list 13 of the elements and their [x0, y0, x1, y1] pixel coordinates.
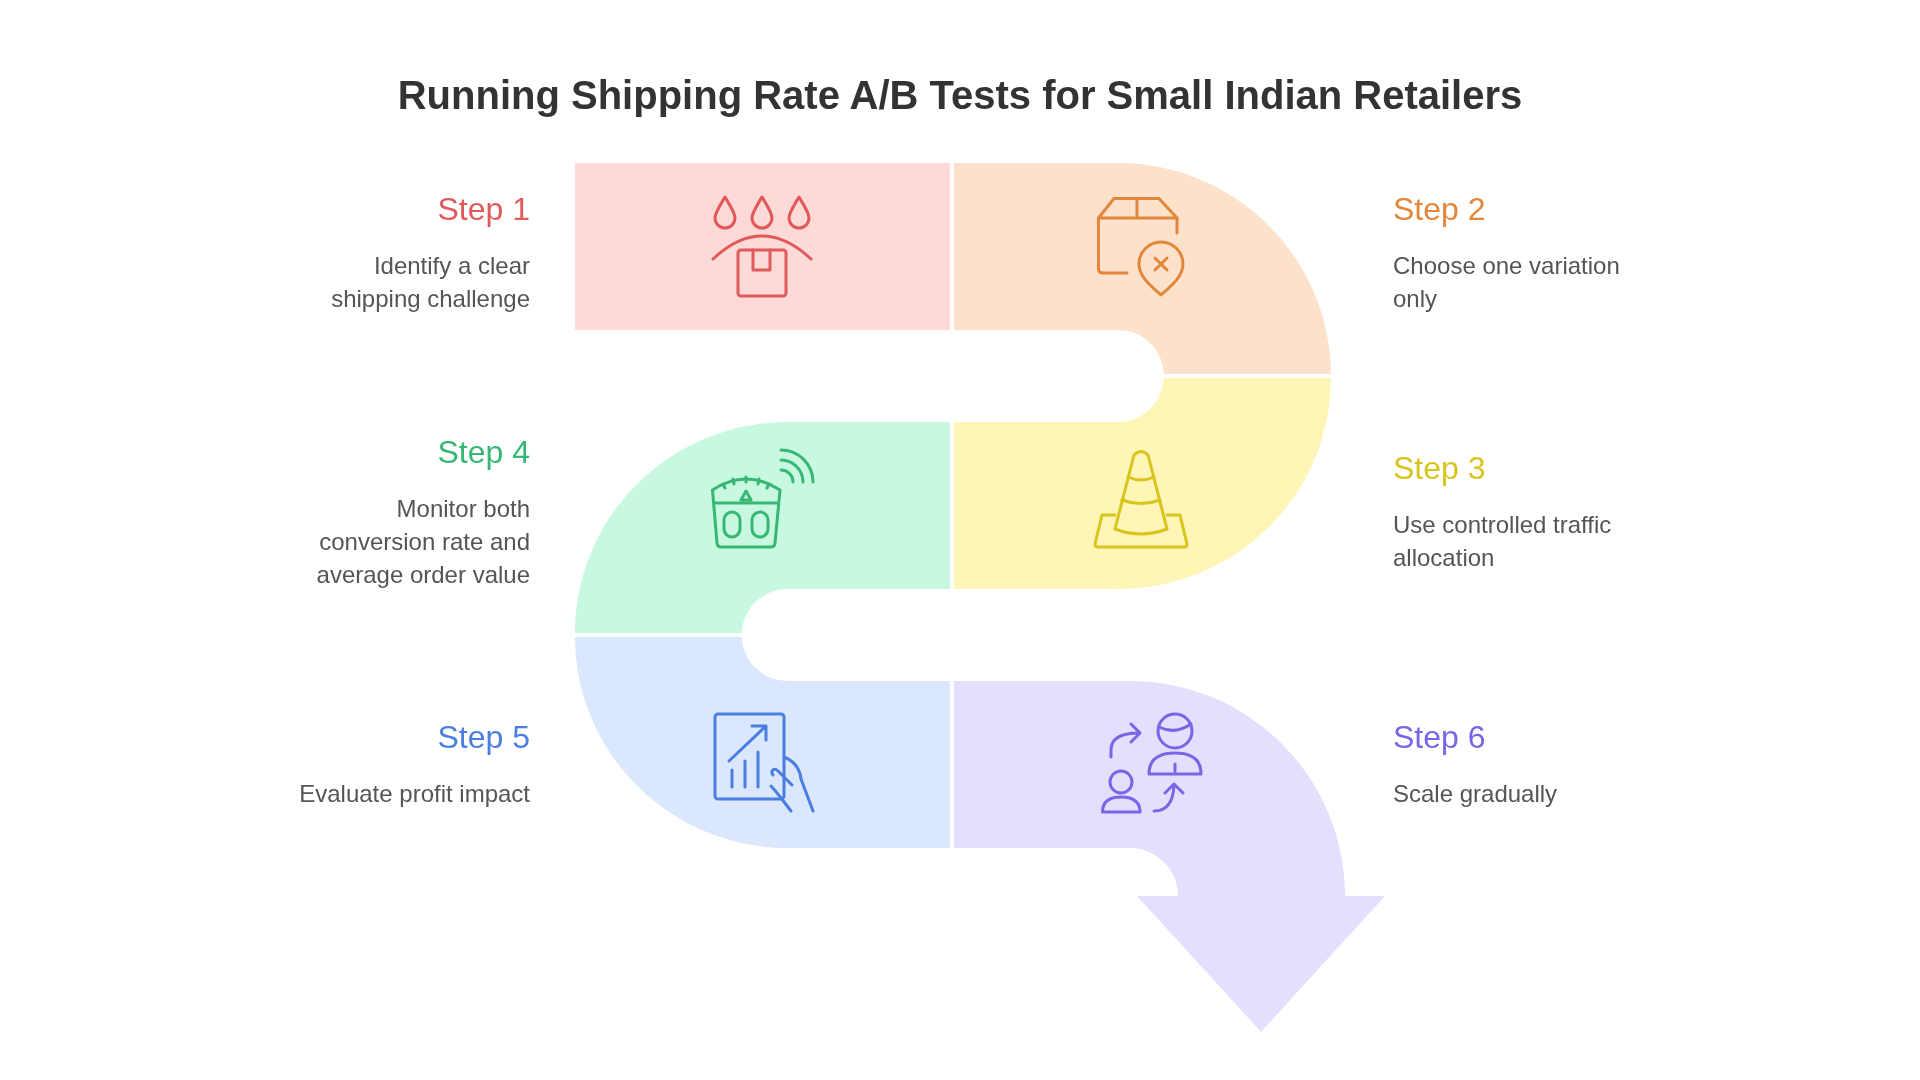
- step-description: Choose one variation only: [1393, 251, 1621, 314]
- step-label: Step 2: [1393, 190, 1486, 229]
- step-description: Use controlled traffic allocation: [1393, 510, 1613, 573]
- step-label: Step 6: [1393, 718, 1486, 757]
- step-label: Step 5: [437, 718, 530, 757]
- step-description: Monitor both conversion rate and average order value: [315, 494, 530, 590]
- step-label: Step 3: [1393, 449, 1486, 488]
- title: Running Shipping Rate A/B Tests for Small Indian Retailers: [397, 72, 1523, 119]
- step-description: Evaluate profit impact: [299, 779, 530, 809]
- step-label: Step 4: [437, 433, 530, 472]
- step-description: Scale gradually: [1393, 779, 1558, 809]
- step-description: Identify a clear shipping challenge: [330, 251, 530, 314]
- step-label: Step 1: [437, 190, 530, 229]
